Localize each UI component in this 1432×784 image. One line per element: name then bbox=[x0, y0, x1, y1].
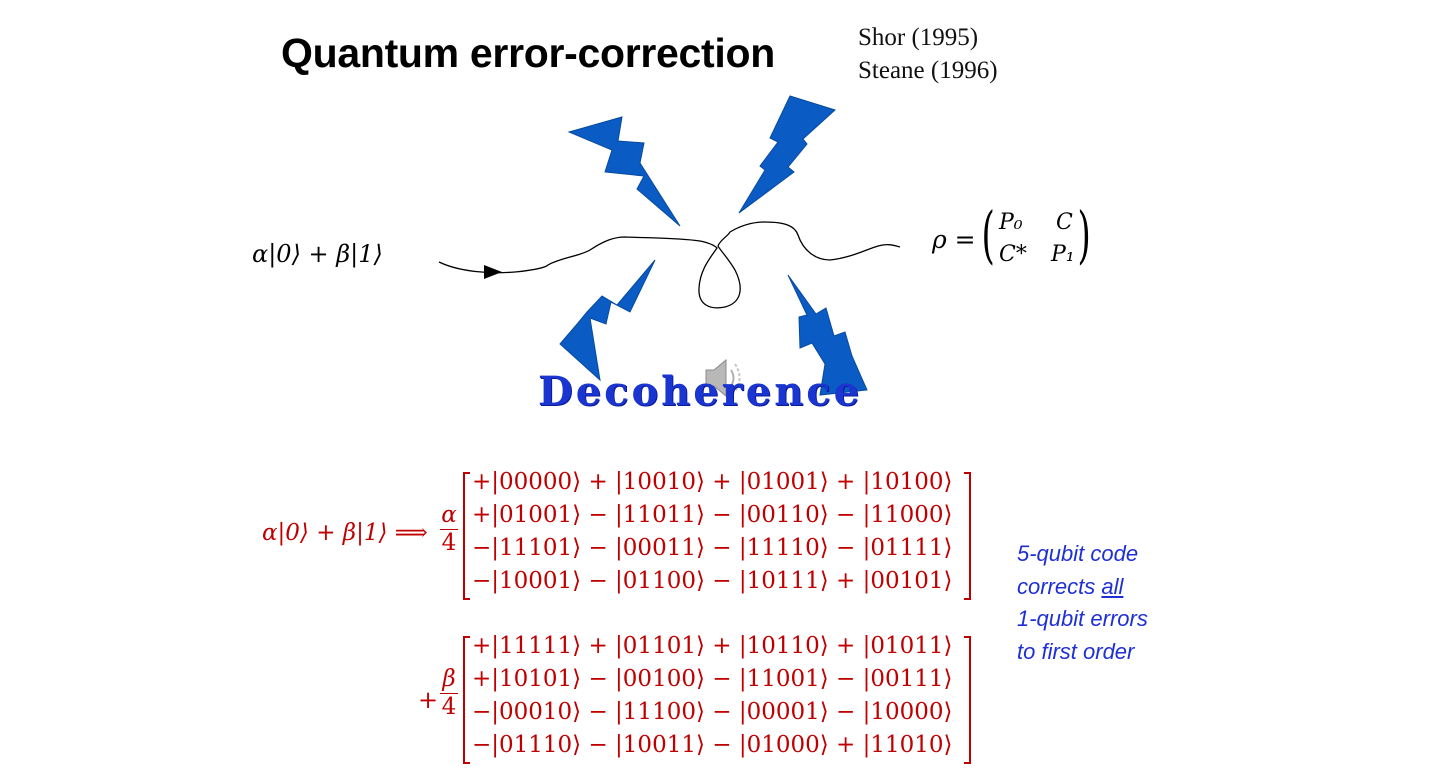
alpha-row: +|00000⟩ + |10010⟩ + |01001⟩ + |10100⟩ bbox=[472, 469, 953, 495]
side-note-line: 1-qubit errors bbox=[1017, 606, 1148, 631]
input-state: α|0⟩ + β|1⟩ bbox=[252, 240, 383, 268]
alpha-right-bracket bbox=[964, 472, 971, 600]
alpha-denominator: 4 bbox=[441, 530, 457, 556]
beta-row: −|00010⟩ − |11100⟩ − |00001⟩ − |10000⟩ bbox=[472, 699, 953, 725]
plus-sign: + bbox=[418, 686, 439, 714]
fraction-bar bbox=[440, 693, 458, 694]
lightning-bolt-icon bbox=[738, 95, 836, 214]
lightning-bolt-icon bbox=[787, 274, 868, 396]
decoherence-label: Decoherence bbox=[538, 368, 863, 415]
speaker-icon[interactable] bbox=[705, 358, 741, 398]
rho-lhs: ρ = bbox=[932, 225, 976, 254]
beta-terms: +|11111⟩ + |01101⟩ + |10110⟩ + |01011⟩ +… bbox=[472, 630, 953, 762]
matrix-c: C bbox=[1056, 210, 1073, 235]
beta-row: +|11111⟩ + |01101⟩ + |10110⟩ + |01011⟩ bbox=[472, 633, 953, 659]
alpha-row: +|01001⟩ − |11011⟩ − |00110⟩ − |11000⟩ bbox=[472, 502, 953, 528]
side-note-emphasis: all bbox=[1101, 573, 1124, 599]
slide-title: Quantum error-correction bbox=[281, 30, 775, 76]
side-note-line: 5-qubit code bbox=[1017, 541, 1139, 566]
citation-steane: Steane (1996) bbox=[858, 57, 998, 84]
beta-right-bracket bbox=[964, 636, 971, 764]
alpha-row: −|10001⟩ − |01100⟩ − |10111⟩ + |00101⟩ bbox=[472, 568, 953, 594]
side-note-text: corrects bbox=[1017, 573, 1102, 599]
lightning-bolt-icon bbox=[567, 116, 681, 227]
alpha-terms: +|00000⟩ + |10010⟩ + |01001⟩ + |10100⟩ +… bbox=[472, 466, 953, 598]
alpha-numerator: α bbox=[441, 502, 457, 528]
alpha-left-bracket bbox=[463, 472, 470, 600]
qubit-trajectory bbox=[438, 221, 901, 309]
matrix-p1: P₁ bbox=[1051, 242, 1075, 267]
side-note-line: to first order bbox=[1017, 638, 1135, 664]
beta-left-bracket bbox=[463, 636, 470, 764]
beta-row: −|01110⟩ − |10011⟩ − |01000⟩ + |11010⟩ bbox=[472, 732, 953, 758]
side-note-line: corrects all bbox=[1017, 571, 1148, 604]
fraction-bar bbox=[440, 529, 458, 530]
side-note: 5-qubit code corrects all 1-qubit errors… bbox=[1017, 538, 1148, 668]
direction-arrowhead bbox=[484, 265, 502, 279]
matrix-c-star: C* bbox=[999, 242, 1027, 267]
matrix-right-paren: ) bbox=[1077, 198, 1091, 271]
lightning-bolt-icon bbox=[559, 259, 656, 382]
beta-numerator: β bbox=[442, 666, 456, 692]
encoding-lhs: α|0⟩ + β|1⟩ ⟹ bbox=[262, 520, 428, 546]
beta-denominator: 4 bbox=[441, 694, 457, 720]
beta-fraction: β 4 bbox=[440, 666, 458, 721]
beta-row: +|10101⟩ − |00100⟩ − |11001⟩ − |00111⟩ bbox=[472, 666, 953, 692]
matrix-p0: P₀ bbox=[999, 210, 1023, 235]
alpha-fraction: α 4 bbox=[440, 502, 458, 557]
alpha-row: −|11101⟩ − |00011⟩ − |11110⟩ − |01111⟩ bbox=[472, 535, 953, 561]
matrix-left-paren: ( bbox=[981, 198, 995, 271]
citation-shor: Shor (1995) bbox=[858, 24, 979, 51]
